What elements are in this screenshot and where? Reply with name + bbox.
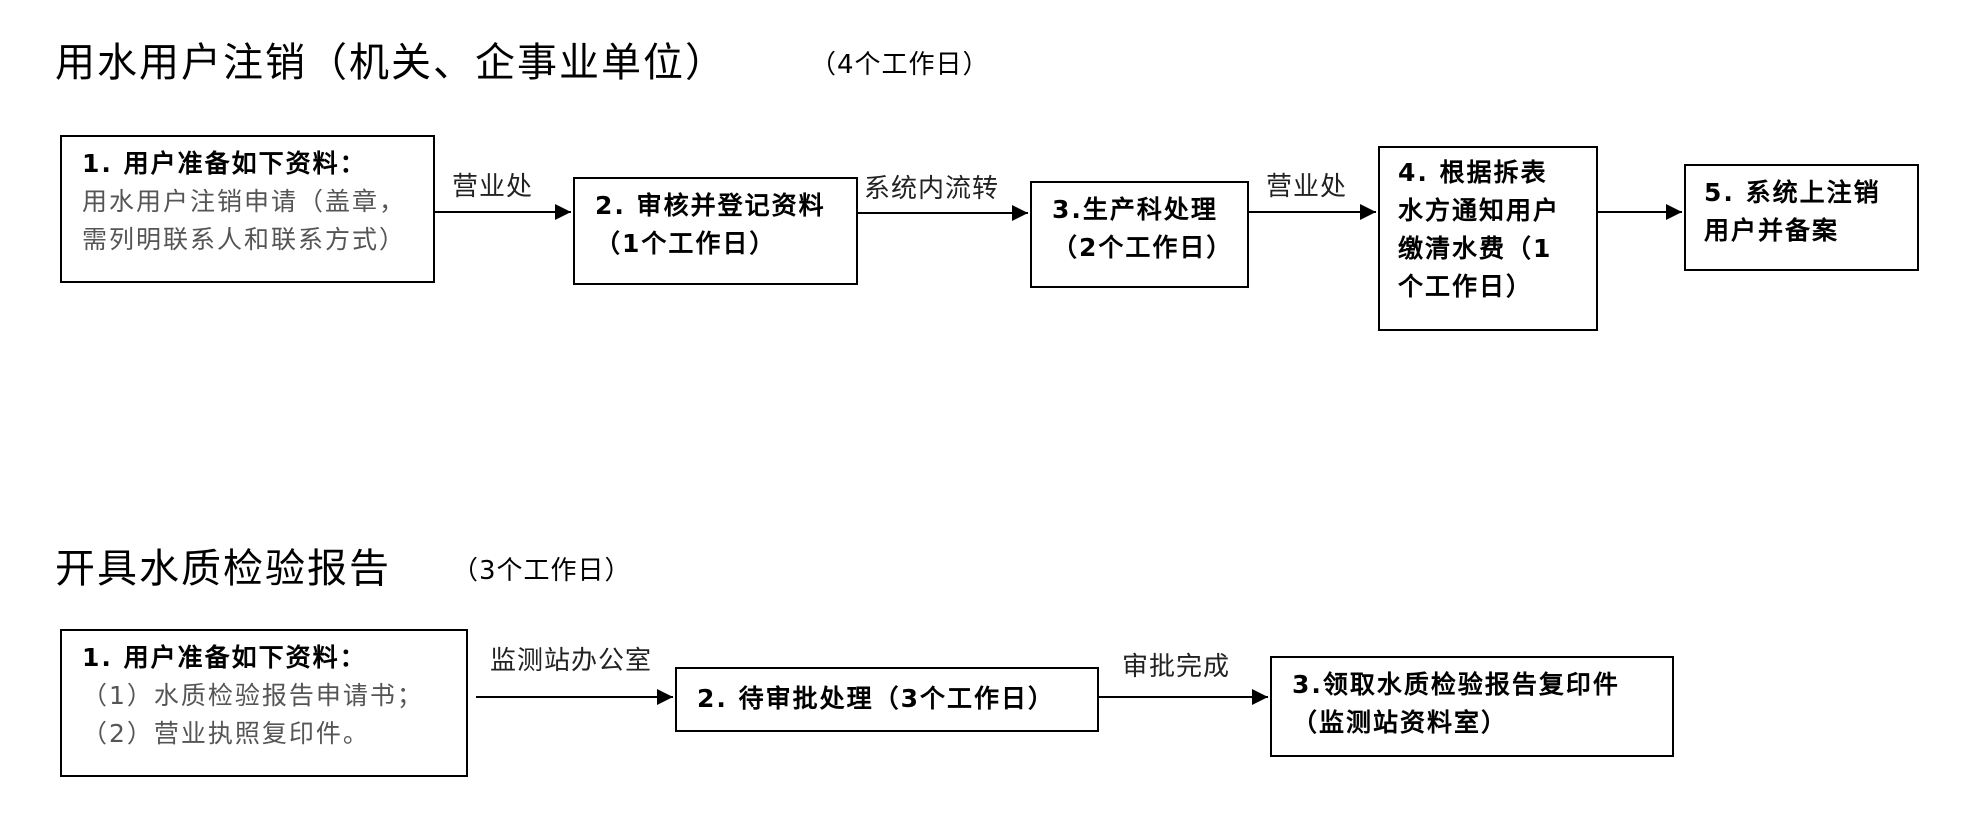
flow2-step1-heading: 1. 用户准备如下资料： <box>82 643 367 672</box>
flow1-step1-line2: 需列明联系人和联系方式） <box>82 225 407 254</box>
flow1-step1-heading: 1. 用户准备如下资料： <box>82 149 367 178</box>
flow1-step5-line2: 用户并备案 <box>1704 216 1840 245</box>
flow2-step3-box: 3.领取水质检验报告复印件 （监测站资料室） <box>1270 656 1674 757</box>
flow2-step1-line1: （1）水质检验报告申请书； <box>82 681 424 710</box>
flow2-step1-line2: （2）营业执照复印件。 <box>82 719 370 748</box>
flow2-title: 开具水质检验报告 <box>55 546 391 592</box>
flow2-duration: （3个工作日） <box>452 556 632 586</box>
flow1-step5-box: 5. 系统上注销 用户并备案 <box>1684 164 1919 271</box>
flow1-step2-box: 2. 审核并登记资料 （1个工作日） <box>573 177 858 285</box>
flow1-step2-line2: （1个工作日） <box>595 229 777 258</box>
flow1-step4-box: 4. 根据拆表 水方通知用户 缴清水费（1 个工作日） <box>1378 146 1598 331</box>
flow1-step3-line1: 3.生产科处理 <box>1052 195 1218 224</box>
flow2-step3-line1: 3.领取水质检验报告复印件 <box>1292 670 1620 699</box>
flow1-title: 用水用户注销（机关、企事业单位） <box>55 40 727 86</box>
flow1-step4-line1: 4. 根据拆表 <box>1398 158 1548 187</box>
flow2-step2-line1: 2. 待审批处理（3个工作日） <box>697 684 1055 713</box>
flow2-step3-line2: （监测站资料室） <box>1292 708 1509 737</box>
flow1-duration: （4个工作日） <box>810 50 990 80</box>
flow1-step4-line4: 个工作日） <box>1398 272 1534 301</box>
flow1-step1-box: 1. 用户准备如下资料： 用水用户注销申请（盖章， 需列明联系人和联系方式） <box>60 135 435 283</box>
flow1-edge2-label: 系统内流转 <box>864 174 1000 204</box>
flow1-step2-line1: 2. 审核并登记资料 <box>595 191 826 220</box>
flow1-edge1-label: 营业处 <box>452 172 534 202</box>
flow1-step4-line2: 水方通知用户 <box>1398 196 1561 225</box>
flow1-step3-line2: （2个工作日） <box>1052 233 1234 262</box>
flow2-edge1-label: 监测站办公室 <box>490 646 653 676</box>
flow2-step2-box: 2. 待审批处理（3个工作日） <box>675 667 1099 732</box>
flow1-step4-line3: 缴清水费（1 <box>1398 234 1553 263</box>
flow2-step1-box: 1. 用户准备如下资料： （1）水质检验报告申请书； （2）营业执照复印件。 <box>60 629 468 777</box>
flow1-step5-line1: 5. 系统上注销 <box>1704 178 1881 207</box>
flow1-step1-line1: 用水用户注销申请（盖章， <box>82 187 407 216</box>
flow2-edge2-label: 审批完成 <box>1122 652 1231 682</box>
flow1-edge3-label: 营业处 <box>1266 172 1348 202</box>
flow1-step3-box: 3.生产科处理 （2个工作日） <box>1030 181 1249 288</box>
